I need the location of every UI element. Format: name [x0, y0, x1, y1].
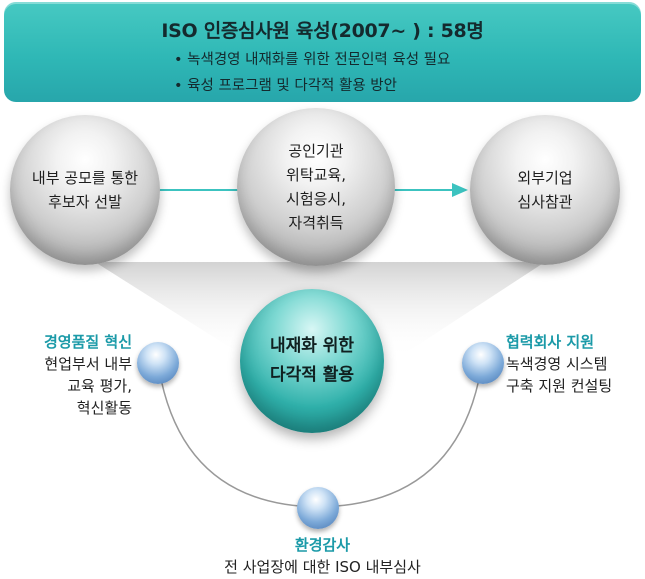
- banner-title: ISO 인증심사원 육성(2007~ ) : 58명: [161, 20, 484, 42]
- step1-line2: 후보자 선발: [48, 193, 122, 211]
- step2-line2: 위탁교육,: [286, 166, 346, 184]
- step-sphere-training: 공인기관 위탁교육, 시험응시, 자격취득: [237, 108, 395, 266]
- center-line1: 내재화 위한: [269, 336, 355, 356]
- center-sphere: 내재화 위한 다각적 활용: [240, 289, 384, 433]
- step2-line4: 자격취득: [288, 214, 344, 232]
- step3-line1: 외부기업: [517, 169, 573, 187]
- step2-line3: 시험응시,: [286, 190, 346, 208]
- center-line2: 다각적 활용: [269, 365, 355, 385]
- step2-line1: 공인기관: [288, 142, 344, 160]
- orb-partner-support: [462, 342, 504, 384]
- use-left-title: 경영품질 혁신: [43, 333, 132, 351]
- flow-arrowhead: [452, 183, 468, 197]
- use-bottom-line1: 전 사업장에 대한 ISO 내부심사: [224, 558, 421, 576]
- use-left-line2: 교육 평가,: [67, 377, 132, 395]
- use-right-title: 협력회사 지원: [506, 333, 595, 351]
- step3-line2: 심사참관: [517, 193, 573, 211]
- use-right-line2: 구축 지원 컨설팅: [506, 377, 613, 395]
- use-bottom-title: 환경감사: [294, 536, 351, 554]
- use-partner-support: 협력회사 지원 녹색경영 시스템 구축 지원 컨설팅: [506, 331, 641, 397]
- orb-quality-innovation: [137, 342, 179, 384]
- banner-bullet-1: • 녹색경영 내재화를 위한 전문인력 육성 필요: [174, 52, 451, 68]
- banner-bullet-2: • 육성 프로그램 및 다각적 활용 방안: [174, 78, 397, 94]
- use-right-line1: 녹색경영 시스템: [506, 355, 608, 373]
- use-left-line3: 혁신활동: [76, 399, 132, 417]
- header-banner: ISO 인증심사원 육성(2007~ ) : 58명 • 녹색경영 내재화를 위…: [4, 2, 641, 102]
- orb-environmental-audit: [297, 487, 339, 529]
- step-sphere-observation: 외부기업 심사참관: [470, 115, 620, 265]
- use-environmental-audit: 환경감사 전 사업장에 대한 ISO 내부심사: [150, 534, 495, 578]
- step-sphere-selection: 내부 공모를 통한 후보자 선발: [10, 115, 160, 265]
- use-left-line1: 현업부서 내부: [44, 355, 132, 373]
- use-quality-innovation: 경영품질 혁신 현업부서 내부 교육 평가, 혁신활동: [20, 331, 132, 419]
- step1-line1: 내부 공모를 통한: [31, 169, 139, 187]
